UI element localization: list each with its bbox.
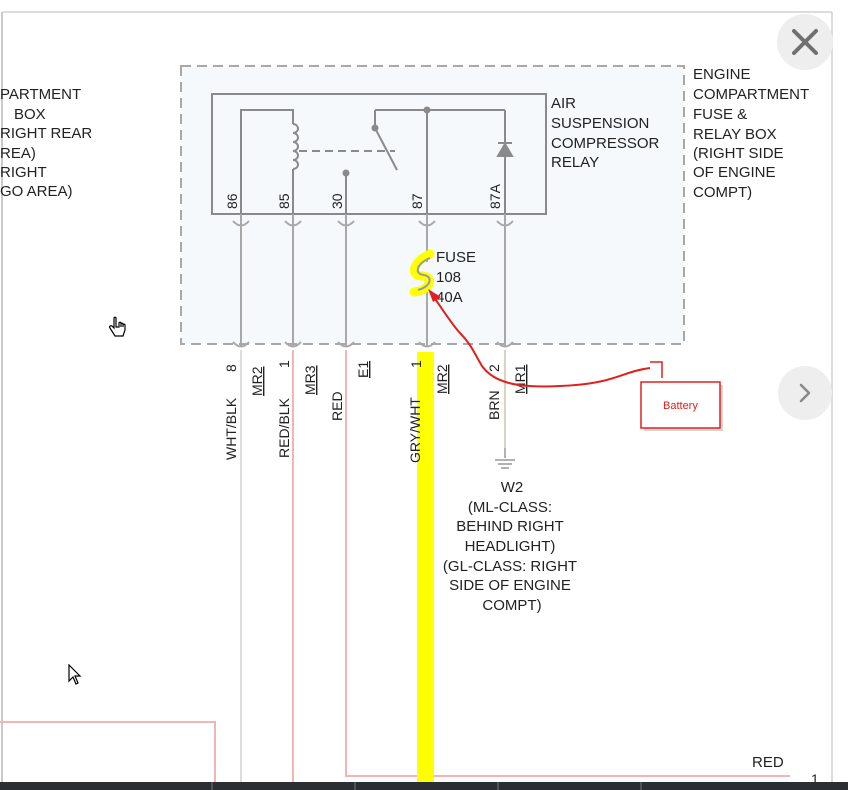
wire-color-label: RED [329,391,345,421]
next-page-button[interactable] [778,366,832,420]
arrow-cursor-icon [68,664,82,685]
ground-label-line: HEADLIGHT) [465,538,556,555]
ground-label-line: COMPT) [482,597,541,614]
fuse-icon [416,257,431,291]
ground-icon [495,448,515,469]
connector-labels: 8 MR2 WHT/BLK 1 MR3 RED/BLK E1 RED 1 MR2… [223,360,528,463]
box-label-line: OF ENGINE [693,164,776,181]
connector-name: E1 [355,361,371,378]
internal-wires [240,214,506,346]
connector-pin: 8 [223,364,239,372]
relay-label-line: RELAY [551,154,599,171]
connector-name: MR2 [434,364,450,394]
wire-color-label: BRN [486,390,502,420]
fuse-symbol [409,249,435,297]
fuse-relay-box-label: ENGINE COMPARTMENT FUSE & RELAY BOX (RIG… [693,66,809,201]
left-label-line: BOX [14,106,46,123]
annotation-arrow-head [428,289,441,302]
close-button[interactable] [777,14,833,70]
relay-contact-point [342,169,350,177]
left-label-line: GO AREA) [0,183,73,200]
relay-label: AIR SUSPENSION COMPRESSOR RELAY [551,95,660,171]
wire-color-label: RED/BLK [276,397,292,458]
relay-label-line: SUSPENSION [551,115,649,132]
relay-box [211,93,547,215]
box-label-line: COMPT) [693,184,752,201]
left-partial-label: PARTMENT BOX RIGHT REAR REA) RIGHT GO AR… [0,86,92,200]
box-label-line: COMPARTMENT [693,86,809,103]
relay-connector-cups [232,220,514,227]
ground-label-line: SIDE OF ENGINE [449,577,571,594]
ground-label-line: (GL-CLASS: RIGHT [443,558,577,575]
wire-page-left [0,721,216,790]
connector-pin: 1 [408,360,424,368]
wire-red [345,350,790,777]
box-label-line: RELAY BOX [693,126,777,143]
annotation-bracket [650,361,663,378]
ground-label-line: BEHIND RIGHT [456,518,564,535]
connector-pin: 2 [486,364,502,372]
connector-name: MR2 [249,366,265,396]
wire-gry-wht-highlight [417,352,434,790]
box-label-line: (RIGHT SIDE [693,145,784,162]
bottom-toolbar [0,782,848,790]
annotation-box [640,381,721,429]
hand-cursor-icon [109,316,126,337]
bottom-wire-label: RED [752,754,784,771]
fuse-label-line: 108 [436,269,461,286]
relay-pin-label: 30 [329,193,345,209]
relay-pin-label: 87A [487,183,503,209]
left-label-line: PARTMENT [0,86,81,103]
left-label-line: RIGHT [0,164,47,181]
fuse-label-line: FUSE [436,249,476,266]
close-icon [792,29,818,55]
relay-diode-icon [496,142,514,157]
wire-color-label: GRY/WHT [407,397,423,463]
relay-coil-wire [240,109,294,214]
annotation-text: Battery [663,400,698,412]
fuse-label-line: 40A [436,289,463,306]
left-label-line: REA) [0,145,36,162]
box-connector-cups [232,341,514,348]
annotation-arrow-line [429,291,651,388]
fuse-label: FUSE 108 40A [436,249,476,306]
external-wires [0,350,790,790]
relay-coil-icon [292,123,299,170]
connector-name: MR1 [512,364,528,394]
bottom-page-marker: 1 [811,771,819,787]
relay-switch-arm [374,127,398,171]
connector-name: MR3 [302,365,318,395]
chevron-right-icon [799,383,811,403]
left-label-line: RIGHT REAR [0,125,92,142]
box-label-line: FUSE & [693,106,747,123]
relay-internals [240,106,514,214]
battery-annotation: Battery [428,289,723,431]
ground-label-line: (ML-CLASS: [468,499,552,516]
relay-label-line: COMPRESSOR [551,135,660,152]
connector-pin: 1 [276,360,292,368]
relay-pin-label: 85 [276,193,292,209]
ground-label-line: W2 [501,479,524,496]
box-label-line: ENGINE [693,66,751,83]
fuse-relay-box [180,65,685,345]
wire-color-label: WHT/BLK [223,397,239,460]
ground-label: W2 (ML-CLASS: BEHIND RIGHT HEADLIGHT) (G… [443,479,577,614]
relay-pin-labels: 86 85 30 87 87A [224,183,503,209]
relay-pin-label: 86 [224,193,240,209]
relay-pin-label: 87 [409,193,425,209]
relay-label-line: AIR [551,95,576,112]
